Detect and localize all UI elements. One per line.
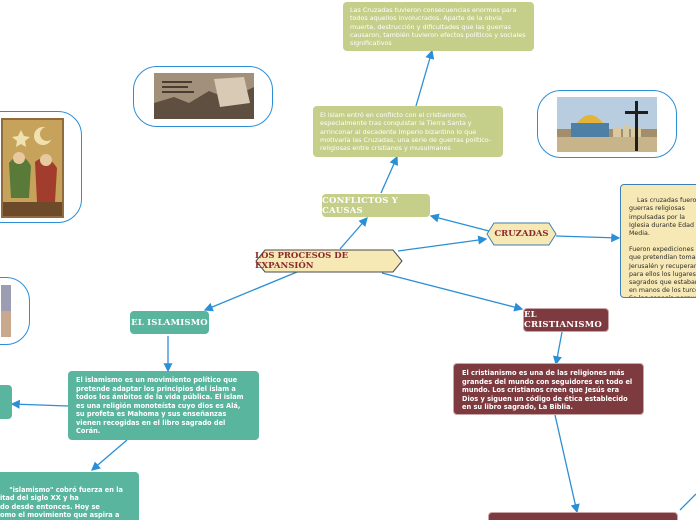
cruzadas-description-text: Las cruzadas fueron guerras religiosas i…: [629, 197, 696, 297]
central-topic-shape: [255, 249, 403, 273]
left-small-image: [1, 285, 11, 337]
cruzadas-topic-shape: [486, 222, 557, 246]
link-text-consequences: [415, 49, 435, 107]
central-topic[interactable]: LOS PROCESOS DE EXPANSIÓN: [255, 249, 403, 273]
cristianismo-topic-label: EL CRISTIANISMO: [524, 310, 602, 330]
link-cristianismo-text: [552, 331, 563, 366]
islamismo-history-text: "islamismo" cobró fuerza en la itad del …: [0, 485, 123, 520]
conflictos-description-text: El islam entró en conflicto con el crist…: [320, 111, 492, 153]
islamic-art-image: [1, 118, 64, 218]
cruzadas-topic[interactable]: CRUZADAS: [486, 222, 557, 246]
islamismo-topic[interactable]: EL ISLAMISMO: [130, 311, 209, 334]
conflictos-topic-label: CONFLICTOS Y CAUSAS: [322, 195, 398, 216]
islamismo-topic-label: EL ISLAMISMO: [131, 317, 208, 328]
conflictos-topic[interactable]: CONFLICTOS Y CAUSAS: [322, 194, 430, 217]
link-right-offscreen: [679, 493, 696, 511]
link-cristianismo-next: [554, 414, 580, 514]
link-islam-history: [91, 439, 128, 471]
photo-node-jerusalem[interactable]: [537, 90, 677, 158]
link-central-cristianismo: [381, 272, 524, 312]
cristianismo-description-text: El cristianismo es una de las religiones…: [462, 369, 633, 412]
photo-node-left-small[interactable]: [0, 277, 30, 345]
consequences-description[interactable]: Las Cruzadas tuvieron consecuencias enor…: [343, 2, 534, 51]
conflictos-description[interactable]: El islam entró en conflicto con el crist…: [313, 106, 503, 157]
photo-node-manuscript[interactable]: [133, 66, 273, 127]
cristianismo-topic[interactable]: EL CRISTIANISMO: [523, 308, 609, 332]
islamismo-history[interactable]: "islamismo" cobró fuerza en la itad del …: [0, 472, 139, 520]
jerusalem-image: [557, 97, 657, 152]
central-topic-label: LOS PROCESOS DE EXPANSIÓN: [255, 251, 349, 271]
link-cruzadas-photo: [429, 213, 490, 232]
link-central-islamismo: [203, 271, 298, 312]
photo-node-islamic-art[interactable]: [0, 111, 82, 223]
link-conflictos-text: [380, 155, 398, 194]
islamismo-description-text: El islamismo es un movimiento político q…: [76, 376, 244, 436]
link-islam-left: [10, 399, 69, 409]
islamismo-left-node[interactable]: [0, 385, 12, 419]
cristianismo-description[interactable]: El cristianismo es una de las religiones…: [453, 363, 644, 415]
link-cruzadas-text: [555, 233, 621, 243]
islamismo-description[interactable]: El islamismo es un movimiento político q…: [68, 371, 259, 440]
cruzadas-description[interactable]: Las cruzadas fueron guerras religiosas i…: [620, 184, 696, 298]
cristianismo-next-node[interactable]: [488, 512, 678, 520]
manuscript-image: [154, 73, 254, 119]
cruzadas-topic-label: CRUZADAS: [494, 229, 549, 239]
consequences-description-text: Las Cruzadas tuvieron consecuencias enor…: [350, 6, 526, 48]
link-central-cruzadas: [397, 235, 488, 252]
link-central-conflictos: [339, 217, 368, 250]
